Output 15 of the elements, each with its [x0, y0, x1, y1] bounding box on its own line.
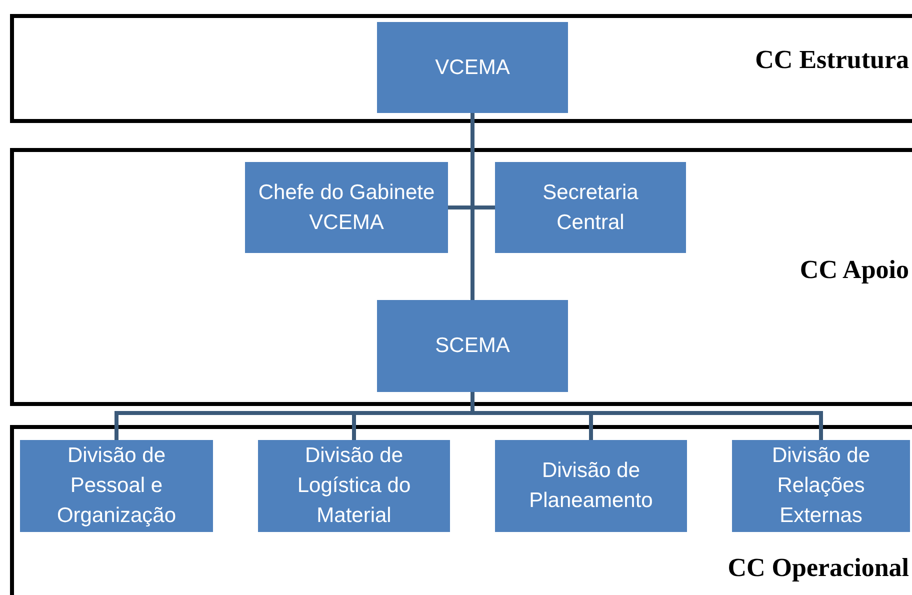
org-unit-box: Divisão de Planeamento	[495, 440, 687, 532]
group-band	[10, 14, 912, 123]
org-unit-box: SCEMA	[377, 300, 568, 392]
group-heading: CC Operacional	[728, 553, 909, 583]
org-unit-box: VCEMA	[377, 22, 568, 113]
org-unit-box: Divisão de Relações Externas	[732, 440, 910, 532]
group-band	[10, 425, 912, 595]
group-heading: CC Apoio	[800, 255, 909, 285]
org-unit-box: Secretaria Central	[495, 162, 686, 253]
connector-line	[470, 392, 823, 440]
group-heading: CC Estrutura	[755, 45, 909, 75]
group-band	[10, 148, 912, 406]
org-unit-box: Divisão de Logística do Material	[258, 440, 450, 532]
org-unit-box: Divisão de Pessoal e Organização	[20, 440, 213, 532]
org-unit-box: Chefe do Gabinete VCEMA	[245, 162, 448, 253]
